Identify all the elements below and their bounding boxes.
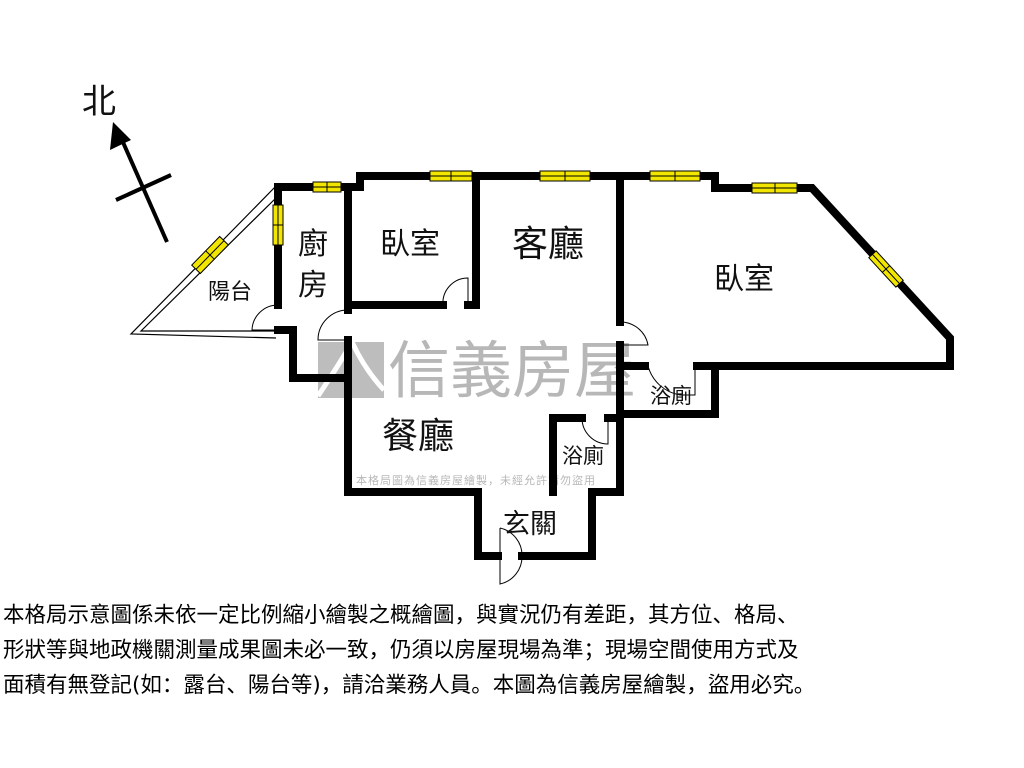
- door-entrance-swing: [499, 527, 523, 585]
- disclaimer-line: 面積有無登記(如：露台、陽台等)，請洽業務人員。本圖為信義房屋繪製，盜用必究。: [3, 673, 816, 698]
- label-dining: 餐廳: [382, 416, 454, 457]
- window: [272, 204, 284, 246]
- label-living: 客廳: [512, 224, 584, 265]
- door-bath1: [647, 365, 696, 396]
- compass-cross: [115, 173, 172, 202]
- window: [868, 250, 904, 288]
- north-arrow-shaft: [120, 139, 169, 243]
- window: [649, 170, 701, 182]
- door-kitchen: [317, 309, 349, 341]
- window: [751, 182, 798, 194]
- disclaimer: 本格局示意圖係未依一定比例縮小繪製之概繪圖，與實況仍有差距，其方位、格局、 形狀…: [3, 598, 1023, 703]
- label-entrance: 玄關: [503, 509, 557, 540]
- doors: [251, 277, 696, 585]
- watermark-brand: 信義房屋: [388, 334, 636, 407]
- label-bedroom2: 臥室: [714, 262, 774, 297]
- window: [191, 235, 229, 275]
- windows: [191, 170, 904, 288]
- door-balcony: [251, 304, 279, 331]
- north-compass: 北: [82, 82, 172, 243]
- disclaimer-line: 本格局示意圖係未依一定比例縮小繪製之概繪圖，與實況仍有差距，其方位、格局、: [3, 603, 799, 628]
- window: [539, 170, 591, 182]
- label-kitchen-1: 廚: [298, 227, 328, 262]
- label-balcony: 陽台: [208, 280, 252, 305]
- north-arrow-head: [110, 122, 131, 150]
- window: [312, 181, 342, 193]
- door-bedroom2: [619, 321, 649, 346]
- label-bath1: 浴廁: [650, 384, 692, 408]
- north-label: 北: [82, 82, 116, 122]
- window: [429, 170, 473, 182]
- watermark: 信義房屋 本格局圖為信義房屋繪製，未經允許請勿盜用: [315, 334, 636, 487]
- door-bedroom1: [442, 277, 469, 306]
- label-bedroom1: 臥室: [380, 227, 440, 262]
- balcony-railing: [129, 185, 281, 339]
- watermark-notice: 本格局圖為信義房屋繪製，未經允許請勿盜用: [356, 473, 596, 487]
- walls: [274, 172, 954, 560]
- door-bath2: [581, 417, 609, 445]
- disclaimer-line: 形狀等與地政機關測量成果圖未必一致，仍須以房屋現場為準；現場空間使用方式及: [3, 638, 799, 663]
- label-kitchen-2: 房: [298, 268, 328, 303]
- label-bath2: 浴廁: [562, 444, 604, 468]
